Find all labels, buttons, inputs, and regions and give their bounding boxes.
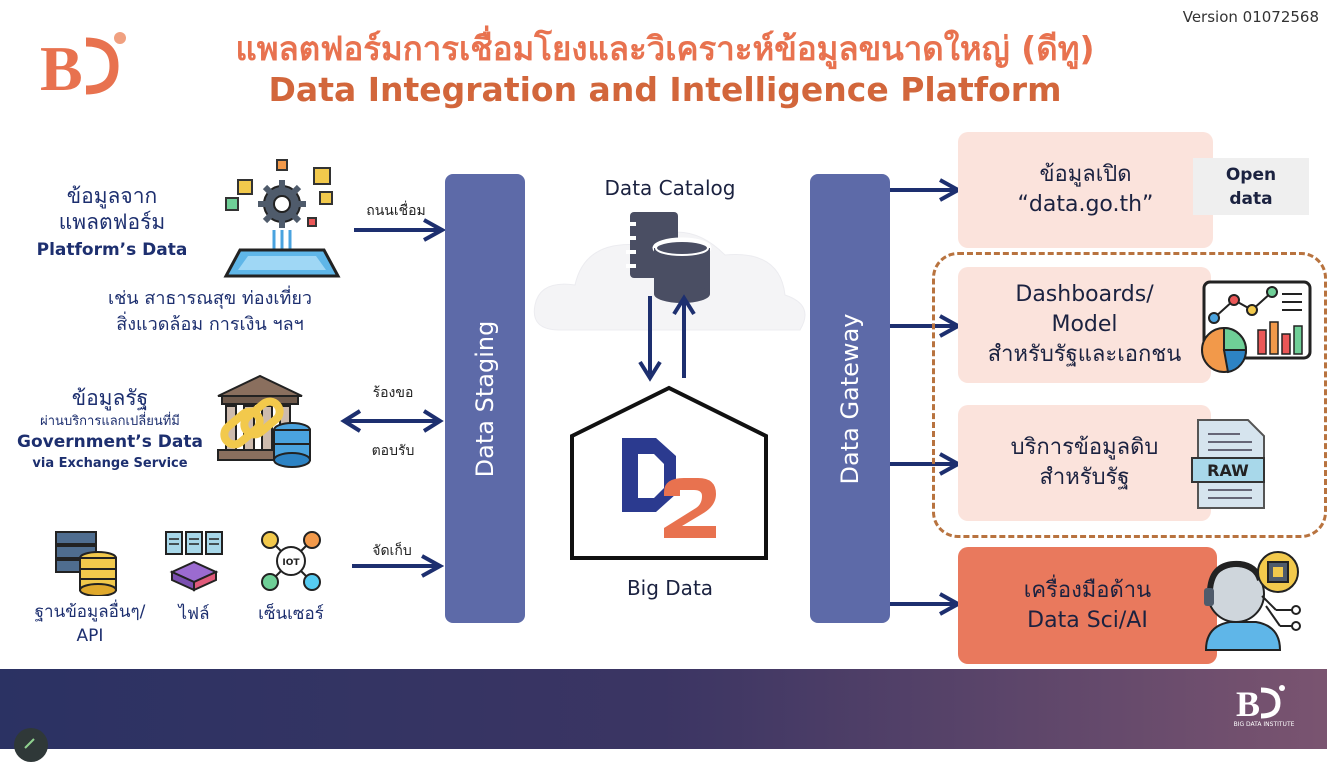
raw-icon-label: RAW <box>1207 461 1249 480</box>
data-science-ai-box: เครื่องมือด้าน Data Sci/AI <box>958 547 1217 664</box>
platform-gear-icon <box>223 159 341 278</box>
file-label: ไฟล์ <box>178 604 210 624</box>
data-catalog-icon <box>626 212 712 303</box>
arrow-label-connect: ถนนเชื่อม <box>366 203 426 219</box>
raw-data-text: บริการข้อมูลดิบ สำหรับรัฐ <box>1010 435 1159 490</box>
dashboard-chart-icon <box>1201 280 1312 374</box>
dashboards-text: Dashboards/ Model สำหรับรัฐและเอกชน <box>987 282 1182 367</box>
open-data-text: ข้อมูลเปิด “data.go.th” <box>1017 162 1154 217</box>
data-gateway-bar: Data Gateway <box>810 174 890 623</box>
arrow-label-store: จัดเก็บ <box>372 543 412 559</box>
government-data-label-th: ข้อมูลรัฐ <box>71 386 149 410</box>
open-data-box: ข้อมูลเปิด “data.go.th” <box>958 132 1213 248</box>
government-data-label-en: Government’s Data <box>17 432 203 452</box>
footer-band <box>0 669 1327 749</box>
government-building-link-icon <box>217 374 311 468</box>
bdi-logo-icon: B <box>40 32 126 98</box>
svg-text:B: B <box>40 33 83 98</box>
file-stack-icon <box>165 531 223 592</box>
arrow-right-icon <box>352 554 444 578</box>
arrow-right-icon <box>890 592 962 616</box>
open-data-tag: Open data <box>1193 158 1309 215</box>
data-staging-bar: Data Staging <box>445 174 525 623</box>
database-server-icon <box>55 531 117 596</box>
data-science-ai-text: เครื่องมือด้าน Data Sci/AI <box>1023 577 1152 633</box>
page-title-english: Data Integration and Intelligence Platfo… <box>268 70 1062 109</box>
arrow-right-icon <box>354 218 446 242</box>
platform-data-label-th: ข้อมูลจาก แพลตฟอร์ม <box>58 184 166 234</box>
version-label: Version 01072568 <box>1182 8 1319 26</box>
arrow-label-response: ตอบรับ <box>371 443 415 459</box>
iot-sensor-icon: IOT <box>261 531 321 591</box>
platform-examples: เช่น สาธารณสุข ท่องเที่ยว สิ่งแวดล้อม กา… <box>107 288 313 335</box>
internal-services-group <box>932 252 1327 538</box>
footer-logo-text: BIG DATA INSTITUTE <box>1233 721 1295 728</box>
raw-data-box: บริการข้อมูลดิบ สำหรับรัฐ <box>958 405 1211 521</box>
iot-icon-label: IOT <box>282 558 300 568</box>
ai-robot-icon <box>1204 551 1301 651</box>
sensor-label: เซ็นเซอร์ <box>258 604 324 624</box>
big-data-house-icon <box>570 385 768 560</box>
government-data-sublabel-en: via Exchange Service <box>32 456 188 471</box>
arrow-right-icon <box>890 178 962 202</box>
page-title-thai: แพลตฟอร์มการเชื่อมโยงและวิเคราะห์ข้อมูลข… <box>235 29 1095 68</box>
big-data-label: Big Data <box>626 576 714 600</box>
footer-bdi-logo-icon: B <box>1236 684 1285 722</box>
edit-button[interactable] <box>14 728 48 762</box>
raw-file-icon: RAW <box>1191 419 1265 509</box>
data-catalog-label: Data Catalog <box>604 176 736 200</box>
catalog-bigdata-arrows-icon <box>638 294 696 382</box>
platform-data-label-en: Platform’s Data <box>36 240 188 260</box>
arrow-label-request: ร้องขอ <box>372 385 414 401</box>
government-data-sublabel-th: ผ่านบริการแลกเปลี่ยนที่มี <box>40 414 180 429</box>
other-database-label: ฐานข้อมูลอื่นๆ/ API <box>34 602 146 646</box>
data-staging-label: Data Staging <box>471 320 499 477</box>
data-gateway-label: Data Gateway <box>836 313 864 484</box>
svg-text:B: B <box>1236 684 1260 722</box>
pencil-icon <box>24 738 35 749</box>
dashboards-box: Dashboards/ Model สำหรับรัฐและเอกชน <box>958 267 1211 383</box>
arrow-bidirectional-icon <box>340 409 444 433</box>
